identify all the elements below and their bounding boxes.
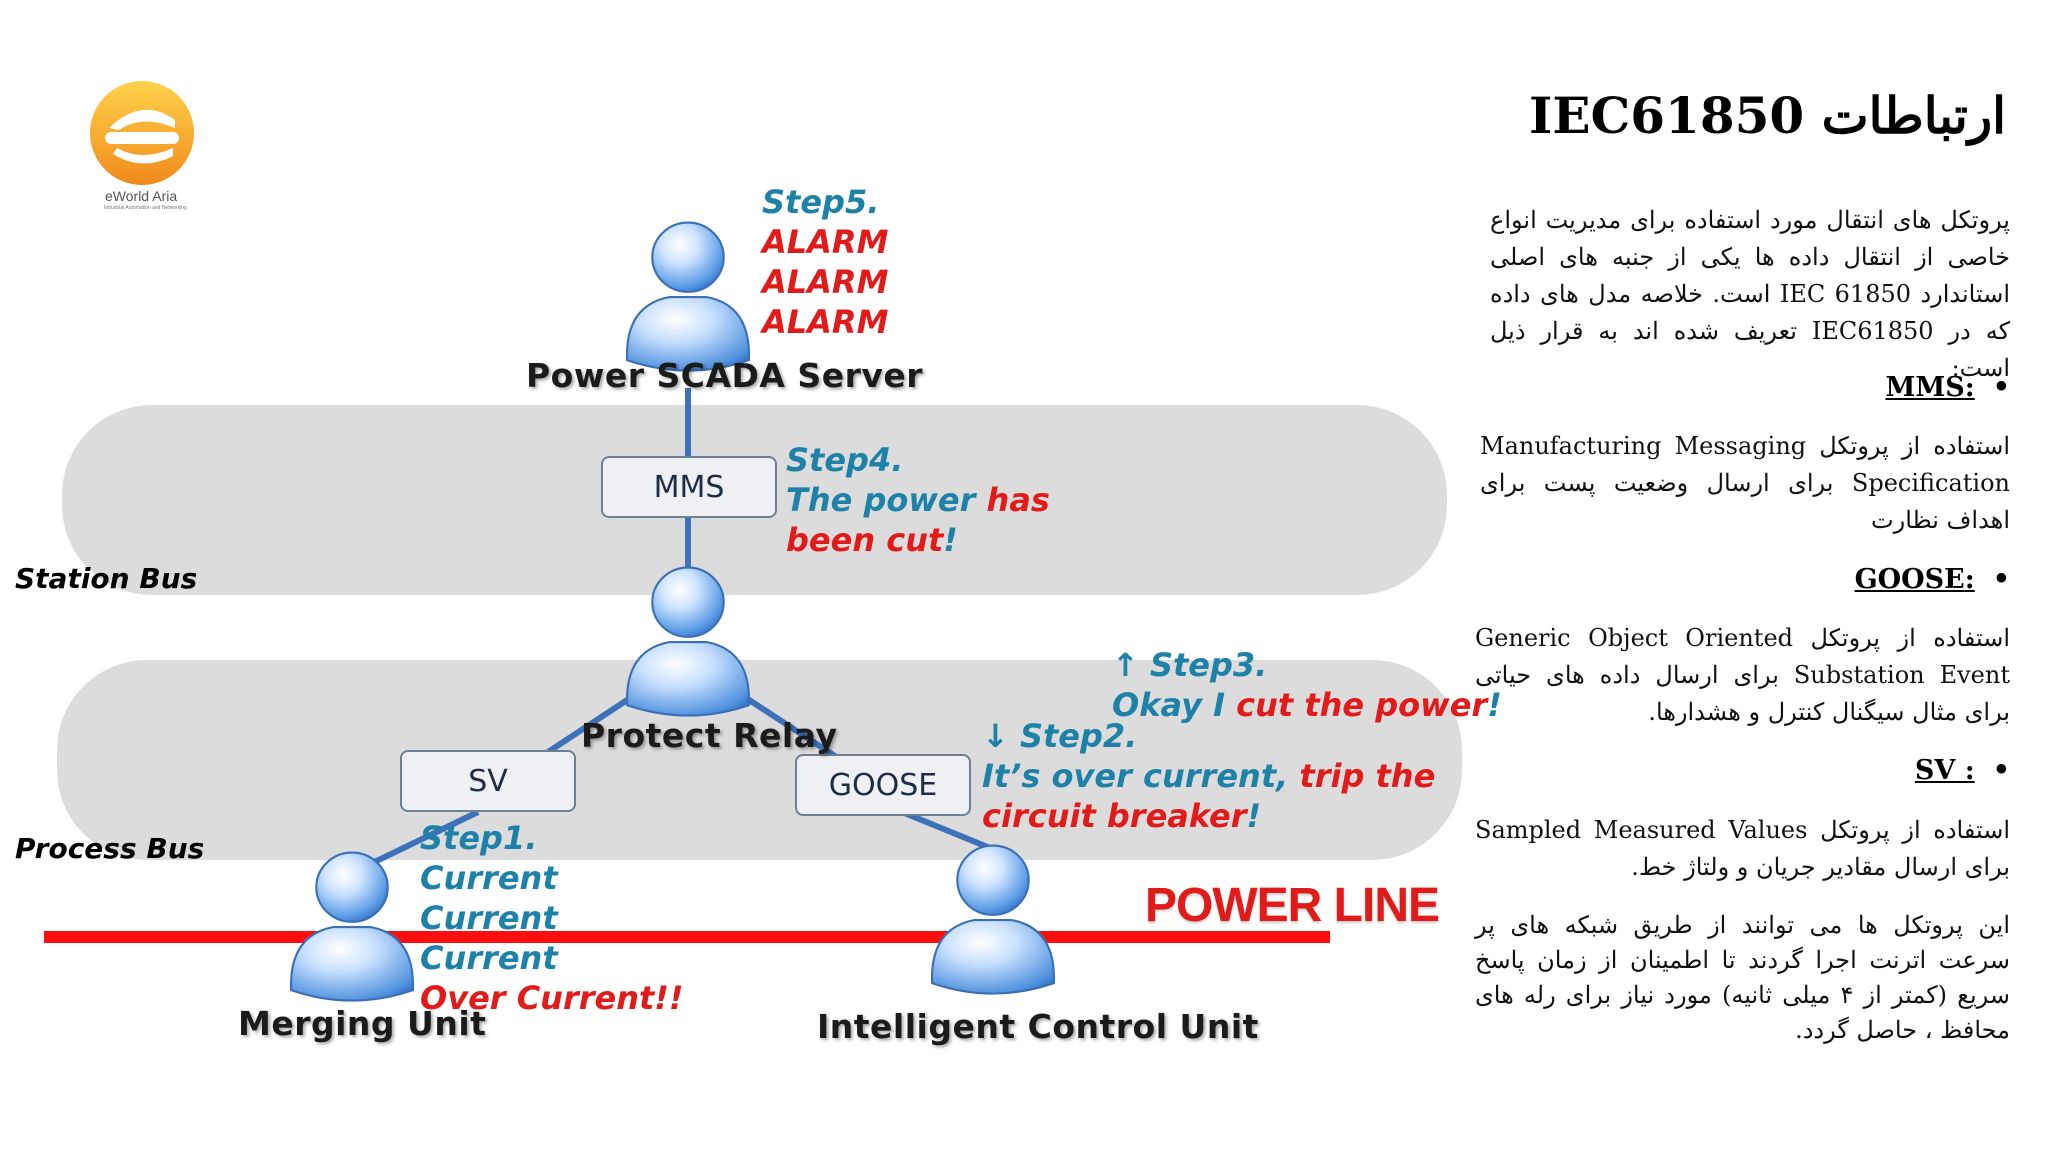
merging-person-icon [289, 851, 415, 1002]
merging-label: Merging Unit [238, 1004, 487, 1043]
mms-heading-text: :MMS [1885, 372, 1975, 403]
bullet-icon: • [1992, 564, 2010, 595]
step5-line: ALARM [762, 223, 889, 261]
step4-text: The power [786, 481, 987, 519]
sv-heading-text: : SV [1914, 755, 1975, 786]
step4-text: ! [943, 521, 958, 559]
goose-box: GOOSE [795, 754, 971, 816]
step3-text: ! [1487, 686, 1502, 724]
step2-text-alert: trip the [1299, 757, 1436, 795]
step2-text-alert: circuit breaker [982, 797, 1247, 835]
step1-alert: Over Current!! [420, 979, 684, 1017]
step1-title: Step1. [420, 819, 538, 857]
logo: eWorld Aria Industrial Automation and Ne… [84, 78, 204, 211]
process-bus-label: Process Bus [15, 832, 205, 865]
network-diagram [44, 221, 1330, 1002]
mms-box: MMS [601, 456, 777, 518]
scada-label: Power SCADA Server [526, 356, 924, 395]
station-bus-label: Station Bus [15, 562, 198, 595]
step1-line: Current [420, 859, 558, 897]
step4-callout: Step4. The power has been cut! [786, 440, 1050, 560]
bullet-icon: • [1992, 755, 2010, 786]
step3-callout: ↑ Step3. Okay I cut the power! [1112, 645, 1502, 725]
goose-heading: • :GOOSE [1855, 564, 2010, 595]
icu-label: Intelligent Control Unit [817, 1007, 1259, 1046]
step4-text-alert: been cut [786, 521, 944, 559]
step2-title: ↓ Step2. [982, 717, 1138, 755]
mms-heading: • :MMS [1885, 372, 2010, 403]
step3-text-alert: cut the power [1236, 686, 1488, 724]
power-line-label: POWER LINE [1145, 879, 1440, 932]
sv-paragraph: استفاده از پروتکل Sampled Measured Value… [1475, 816, 2011, 881]
relay-label: Protect Relay [581, 716, 838, 755]
closing-paragraph: این پروتکل ها می توانند از طریق شبکه های… [1475, 911, 2010, 1044]
goose-heading-text: :GOOSE [1854, 564, 1975, 595]
step5-title: Step5. [762, 183, 880, 221]
bullet-icon: • [1992, 372, 2010, 403]
mms-paragraph: استفاده از پروتکل Manufacturing Messagin… [1480, 432, 2010, 534]
sv-box: SV [400, 750, 576, 812]
logo-tagline: Industrial Automation and Networking [104, 205, 187, 211]
scada-person-icon [625, 221, 751, 372]
step1-line: Current [420, 939, 558, 977]
logo-name: eWorld Aria [105, 188, 178, 204]
icu-person-icon [930, 844, 1056, 995]
intro-paragraph: پروتکل های انتقال مورد استفاده برای مدیر… [1490, 206, 2010, 382]
step2-text: It’s over current, [982, 757, 1300, 795]
step5-callout: Step5. ALARM ALARM ALARM [762, 182, 888, 342]
sv-heading: • : SV [1915, 755, 2010, 786]
process-bus-band [57, 660, 1462, 860]
step2-text: ! [1246, 797, 1262, 835]
step1-callout: Step1. Current Current Current Over Curr… [420, 818, 683, 1018]
step3-text: Okay I [1112, 686, 1237, 724]
relay-person-icon [625, 566, 751, 717]
step4-text-alert: has [986, 481, 1050, 519]
step1-line: Current [420, 899, 558, 937]
step5-line: ALARM [762, 263, 889, 301]
goose-paragraph: استفاده از پروتکل Generic Object Oriente… [1475, 624, 2010, 726]
step3-title: ↑ Step3. [1112, 646, 1268, 684]
page-title: ارتباطات IEC61850 [1528, 86, 2006, 145]
logo-mark-icon [90, 81, 194, 185]
step4-title: Step4. [786, 441, 904, 479]
step5-line: ALARM [762, 303, 889, 341]
step2-callout: ↓ Step2. It’s over current, trip the cir… [982, 716, 1435, 836]
